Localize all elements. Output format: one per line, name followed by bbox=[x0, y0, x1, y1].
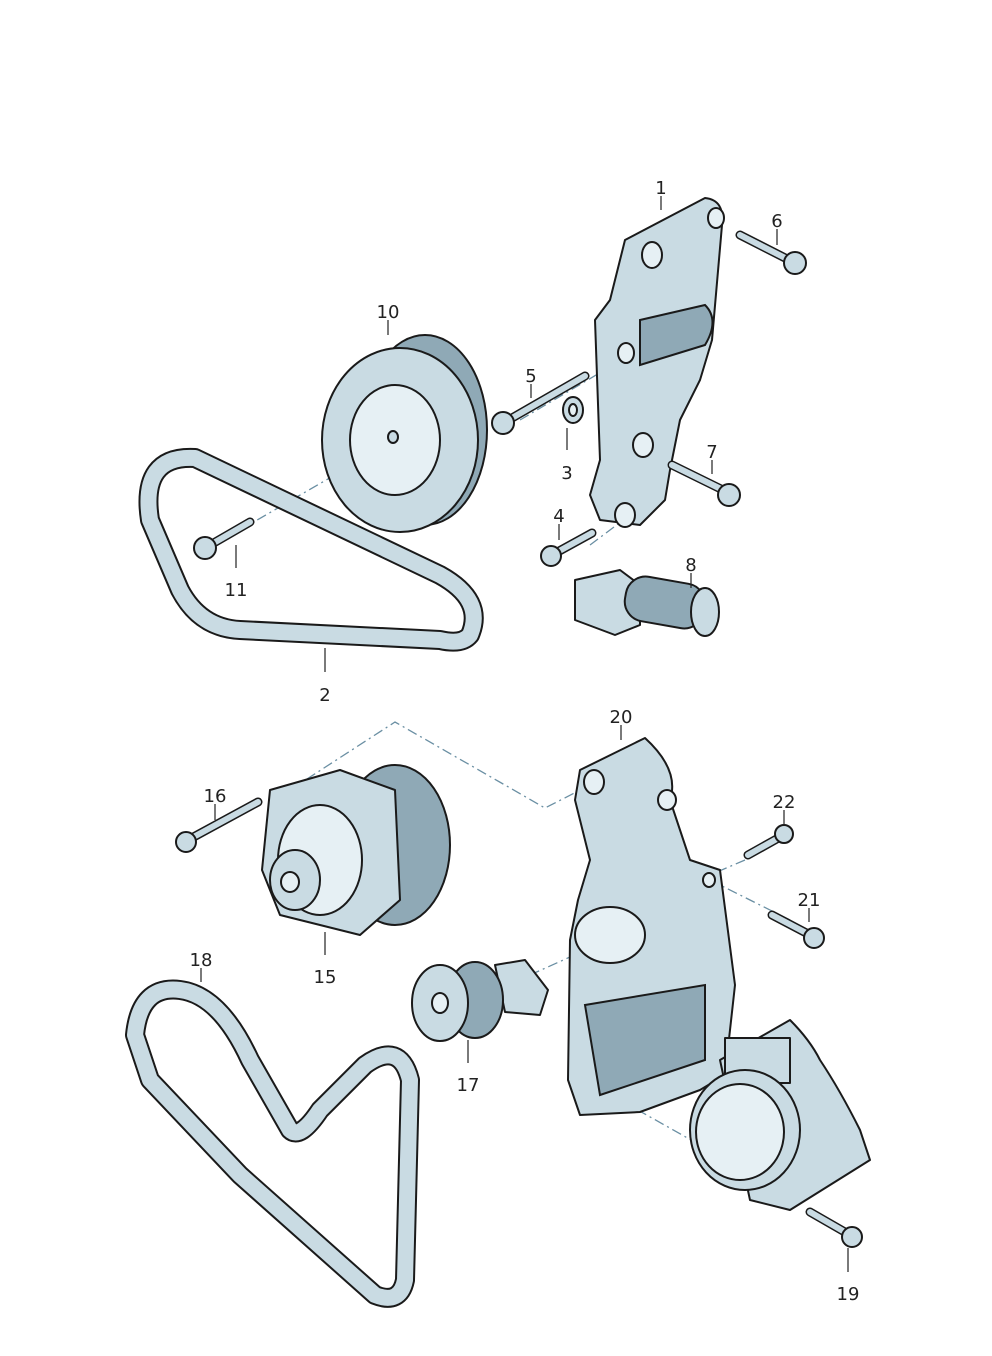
bolt-5 bbox=[491, 371, 590, 435]
tension-pulley-17 bbox=[411, 959, 549, 1042]
tensioner-damper-8 bbox=[574, 569, 720, 637]
bracket-1 bbox=[589, 197, 725, 528]
callout-17: 17 bbox=[457, 1075, 480, 1096]
callout-2: 2 bbox=[319, 685, 330, 706]
bolt-16 bbox=[175, 797, 263, 853]
bolt-6 bbox=[735, 230, 807, 275]
bolt-22 bbox=[743, 824, 794, 860]
callout-10: 10 bbox=[377, 302, 400, 323]
callouts: 1 2 3 4 5 6 7 8 10 11 15 16 17 18 19 20 … bbox=[190, 178, 860, 1305]
pulley-10 bbox=[321, 334, 488, 533]
bracket-20 bbox=[567, 737, 736, 1116]
callout-21: 21 bbox=[798, 890, 821, 911]
leader-lines bbox=[200, 196, 849, 1272]
callout-19: 19 bbox=[837, 1284, 860, 1305]
callout-8: 8 bbox=[685, 555, 696, 576]
callout-6: 6 bbox=[771, 211, 782, 232]
bolt-19 bbox=[805, 1207, 863, 1248]
ribbed-belt-18 bbox=[125, 979, 420, 1308]
callout-7: 7 bbox=[706, 442, 717, 463]
callout-11: 11 bbox=[225, 580, 248, 601]
callout-1: 1 bbox=[655, 178, 666, 199]
compressor-partial bbox=[689, 1019, 871, 1211]
alternator-15 bbox=[261, 764, 451, 936]
callout-16: 16 bbox=[204, 786, 227, 807]
bolt-11 bbox=[193, 517, 255, 560]
callout-5: 5 bbox=[525, 366, 536, 387]
ribbed-belt-2 bbox=[138, 447, 484, 652]
bolt-7 bbox=[667, 460, 741, 507]
callout-3: 3 bbox=[561, 463, 572, 484]
callout-22: 22 bbox=[773, 792, 796, 813]
washer-3 bbox=[562, 396, 584, 424]
callout-20: 20 bbox=[610, 707, 633, 728]
callout-4: 4 bbox=[553, 506, 564, 527]
bolt-4 bbox=[540, 528, 597, 567]
callout-18: 18 bbox=[190, 950, 213, 971]
bolt-21 bbox=[767, 910, 825, 949]
callout-15: 15 bbox=[314, 967, 337, 988]
